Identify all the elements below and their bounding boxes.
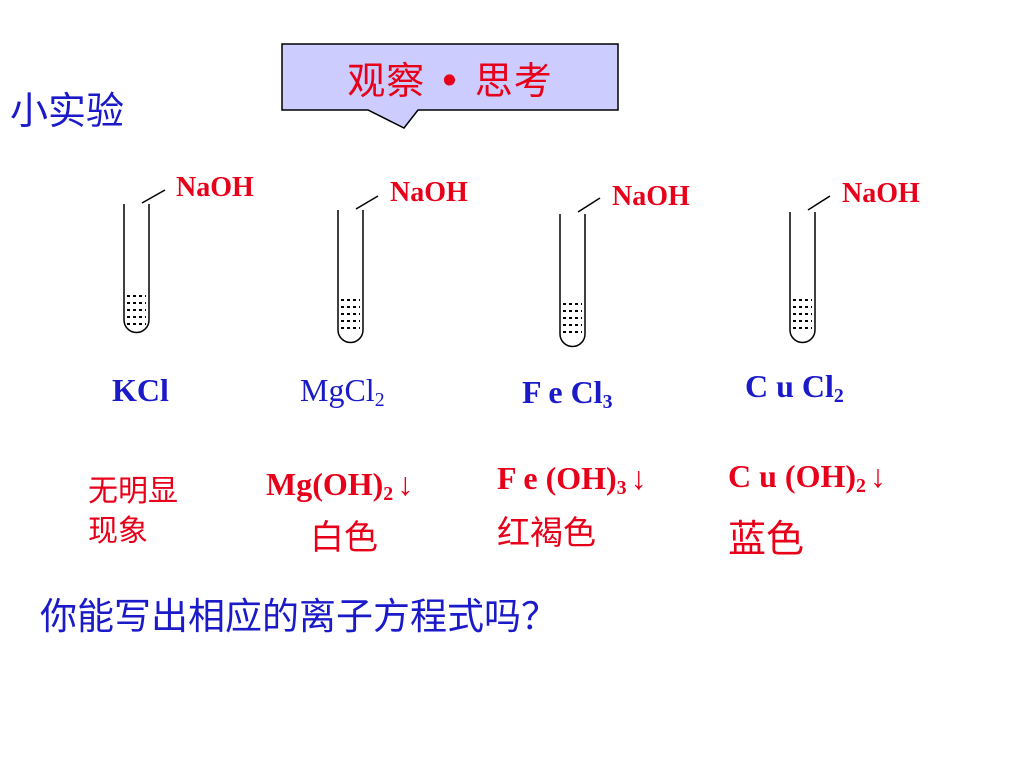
color-2: 白色: [310, 518, 378, 558]
test-tube-1: [123, 189, 166, 334]
test-tube-4: [789, 195, 831, 344]
reagent-label-1: NaOH: [176, 172, 254, 203]
salt-label-1: KCl: [112, 372, 169, 408]
salt-label-3: F e Cl3: [522, 374, 613, 413]
precipitate-3: F e (OH)3↓: [497, 460, 647, 499]
dropper-arrow-1: [141, 189, 166, 204]
callout-title: 观察 • 思考: [347, 58, 553, 103]
dropper-arrow-4: [807, 195, 831, 211]
reagent-label-2: NaOH: [390, 177, 468, 208]
page-heading: 小实验: [10, 89, 125, 133]
result-1-line1: 无明显: [88, 474, 178, 509]
result-1-line2: 现象: [88, 514, 148, 549]
question-text: 你能写出相应的离子方程式吗？: [40, 595, 558, 638]
reagent-label-3: NaOH: [612, 181, 690, 212]
test-tube-2: [337, 195, 379, 344]
salt-label-2: MgCl2: [300, 372, 385, 411]
dropper-arrow-3: [577, 197, 601, 213]
precipitate-4: C u (OH)2↓: [728, 458, 886, 497]
color-4: 蓝色: [728, 517, 805, 561]
precipitate-2: Mg(OH)2↓: [266, 466, 414, 505]
reagent-label-4: NaOH: [842, 178, 920, 209]
test-tube-3: [559, 197, 601, 348]
result-1: 无明显 现象: [88, 472, 178, 552]
dropper-arrow-2: [355, 195, 379, 210]
color-3: 红褐色: [497, 513, 596, 552]
salt-label-4: C u Cl2: [745, 368, 844, 407]
